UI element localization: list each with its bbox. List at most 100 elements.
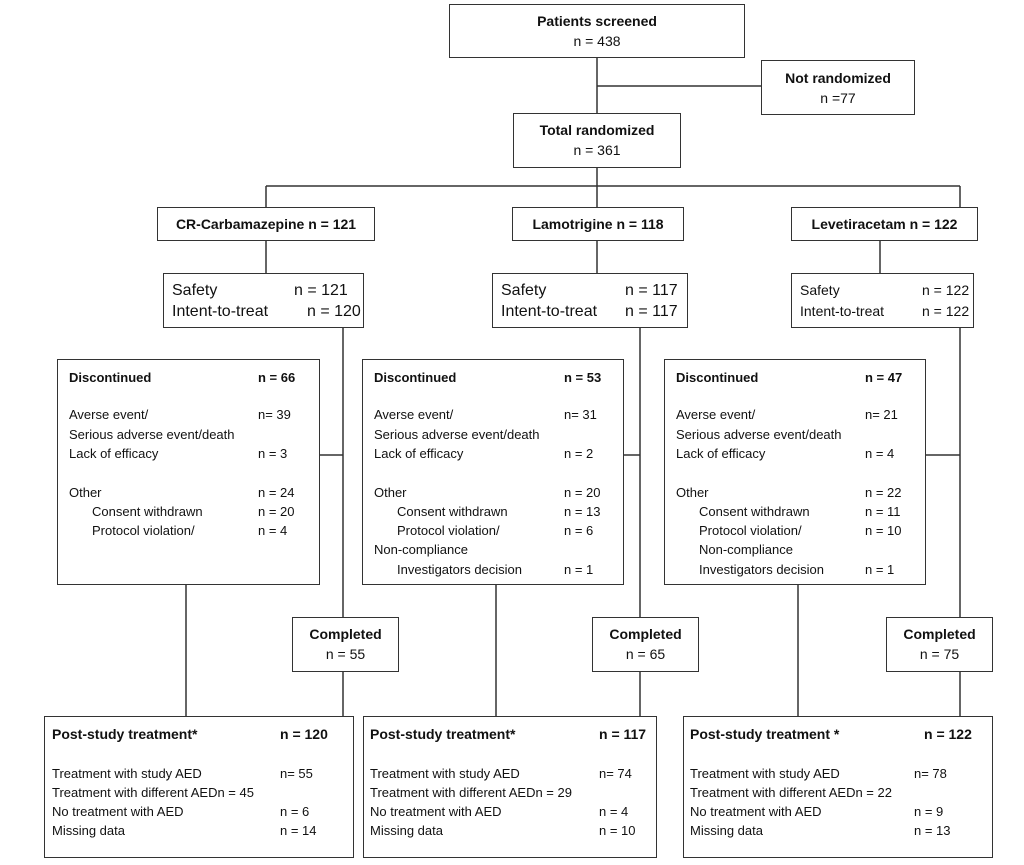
safety-label: Safety [800,282,840,298]
adverse-event-label-2: Serious adverse event/death [374,427,540,442]
safety-count: n = 122 [922,282,970,298]
discontinued-title: Discontinued [374,370,457,385]
consent-withdrawn-label: Consent withdrawn [397,504,508,519]
adverse-event-label: Averse event/ [374,407,454,422]
post-study-box-lamotrigine: Post-study treatment* n = 117 Treatment … [363,716,657,858]
other-count: n = 22 [865,485,902,500]
post-study-box-carbamazepine: Post-study treatment* n = 120 Treatment … [44,716,354,858]
completed-count: n = 75 [919,646,960,662]
protocol-violation-label: Protocol violation/ [92,523,195,538]
safety-label: Safety [501,282,547,299]
discontinued-count: n = 66 [258,370,296,385]
adverse-event-label-2: Serious adverse event/death [69,427,235,442]
itt-count: n = 120 [307,303,361,320]
screened-count: n = 438 [573,33,621,49]
other-count: n = 20 [564,485,601,500]
arm-box-lamotrigine: Lamotrigine n = 118 [512,207,684,241]
different-aed-label: Treatment with different AEDn = 22 [690,785,892,800]
investigators-decision-label: Investigators decision [397,562,523,577]
investigators-decision-count: n = 1 [564,562,594,577]
completed-box-levetiracetam: Completed n = 75 [886,617,993,672]
lack-of-efficacy-label: Lack of efficacy [69,446,159,461]
no-aed-count: n = 4 [599,804,629,819]
lack-of-efficacy-label: Lack of efficacy [676,446,766,461]
lack-of-efficacy-count: n = 3 [258,446,288,461]
population-box-lamotrigine: Safety n = 117 Intent-to-treat n = 117 [492,273,688,328]
itt-label: Intent-to-treat [501,303,598,320]
completed-box-carbamazepine: Completed n = 55 [292,617,399,672]
safety-label: Safety [172,282,218,299]
completed-title: Completed [609,626,682,642]
adverse-event-label: Averse event/ [69,407,149,422]
completed-count: n = 65 [625,646,666,662]
adverse-event-count: n= 39 [258,407,291,422]
no-aed-label: No treatment with AED [370,804,502,819]
other-count: n = 24 [258,485,295,500]
safety-count: n = 121 [294,282,348,299]
arm-label: Levetiracetam n = 122 [811,216,958,232]
itt-label: Intent-to-treat [172,303,269,320]
consent-withdrawn-count: n = 11 [865,504,901,519]
arm-label: Lamotrigine n = 118 [532,216,664,232]
itt-label: Intent-to-treat [800,303,885,319]
non-compliance-label: Non-compliance [374,542,468,557]
lack-of-efficacy-count: n = 2 [564,446,594,461]
screened-title: Patients screened [537,13,657,29]
no-aed-label: No treatment with AED [52,804,184,819]
study-aed-count: n= 74 [599,766,632,781]
population-box-levetiracetam: Safety n = 122 Intent-to-treat n = 122 [791,273,974,328]
missing-data-count: n = 10 [599,823,636,838]
protocol-violation-label: Protocol violation/ [397,523,500,538]
not-randomized-box: Not randomized n =77 [761,60,915,115]
discontinued-title: Discontinued [676,370,759,385]
discontinued-box-levetiracetam: Discontinued n = 47 Averse event/ n= 21 … [664,359,926,585]
arm-label: CR-Carbamazepine n = 121 [175,216,357,232]
lack-of-efficacy-count: n = 4 [865,446,895,461]
protocol-violation-count: n = 6 [564,523,594,538]
investigators-decision-count: n = 1 [865,562,895,577]
missing-data-label: Missing data [690,823,763,838]
post-study-title: Post-study treatment* [52,726,198,742]
randomized-count: n = 361 [573,142,621,158]
safety-count: n = 117 [625,282,678,299]
missing-data-label: Missing data [370,823,443,838]
study-aed-count: n= 78 [914,766,947,781]
study-aed-count: n= 55 [280,766,313,781]
missing-data-count: n = 13 [914,823,951,838]
discontinued-box-lamotrigine: Discontinued n = 53 Averse event/ n= 31 … [362,359,624,585]
population-box-carbamazepine: Safety n = 121 Intent-to-treat n = 120 [163,273,364,328]
adverse-event-count: n= 21 [865,407,898,422]
study-aed-label: Treatment with study AED [52,766,202,781]
protocol-violation-label: Protocol violation/ [699,523,802,538]
protocol-violation-count: n = 4 [258,523,288,538]
post-study-title: Post-study treatment* [370,726,516,742]
completed-box-lamotrigine: Completed n = 65 [592,617,699,672]
no-aed-count: n = 6 [280,804,310,819]
post-study-count: n = 117 [599,726,647,742]
completed-title: Completed [309,626,382,642]
randomized-title: Total randomized [539,122,655,138]
investigators-decision-label: Investigators decision [699,562,825,577]
arm-box-carbamazepine: CR-Carbamazepine n = 121 [157,207,375,241]
randomized-box: Total randomized n = 361 [513,113,681,168]
itt-count: n = 117 [625,303,678,320]
no-aed-label: No treatment with AED [690,804,822,819]
not-randomized-count: n =77 [820,90,856,106]
screened-box: Patients screened n = 438 [449,4,745,58]
not-randomized-title: Not randomized [785,70,891,86]
completed-count: n = 55 [325,646,366,662]
discontinued-title: Discontinued [69,370,152,385]
no-aed-count: n = 9 [914,804,944,819]
post-study-count: n = 122 [924,726,972,742]
discontinued-count: n = 47 [865,370,903,385]
consent-withdrawn-label: Consent withdrawn [699,504,810,519]
adverse-event-label: Averse event/ [676,407,756,422]
itt-count: n = 122 [922,303,970,319]
adverse-event-count: n= 31 [564,407,597,422]
different-aed-label: Treatment with different AEDn = 45 [52,785,254,800]
completed-title: Completed [903,626,976,642]
other-label: Other [374,485,407,500]
post-study-count: n = 120 [280,726,328,742]
discontinued-box-carbamazepine: Discontinued n = 66 Averse event/ n= 39 … [57,359,320,585]
